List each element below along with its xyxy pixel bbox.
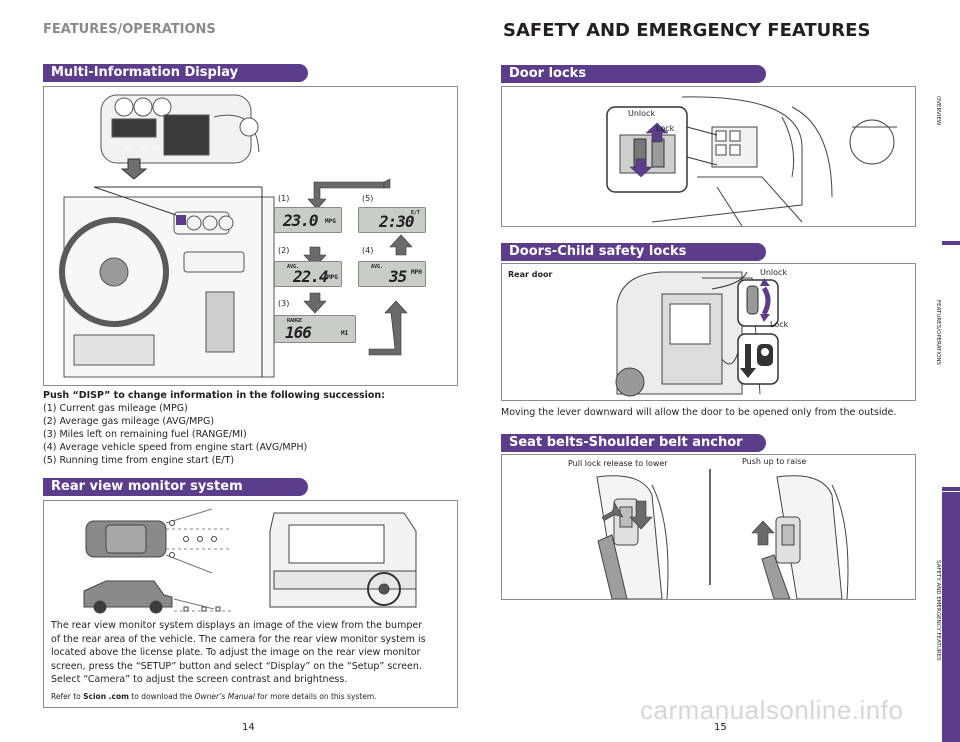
multi-info-header: Multi-Information Display [43, 64, 308, 82]
multi-info-description: Push “DISP” to change information in the… [43, 389, 458, 467]
running-head: FEATURES/OPERATIONS [43, 22, 216, 37]
rear-view-header: Rear view monitor system [43, 478, 308, 496]
display-3-value: 166 [285, 323, 312, 342]
multi-info-item-2: (2) Average gas mileage (AVG/MPG) [43, 416, 215, 427]
door-locks-figure: Unlock Lock [501, 86, 916, 227]
side-tab-features[interactable] [942, 246, 960, 486]
multi-info-figure: (1) (5) (2) (4) (3) DISP ODO TRIP 23.0 M… [43, 86, 458, 386]
door-locks-illustration [606, 96, 897, 226]
page-title: SAFETY AND EMERGENCY FEATURES [503, 20, 871, 41]
refer-middle: to download the [128, 691, 195, 701]
door-locks-header: Door locks [501, 65, 766, 83]
rear-view-illustration [83, 508, 417, 614]
rear-view-line-2: of the rear area of the vehicle. The cam… [51, 633, 426, 645]
multi-info-item-1: (1) Current gas mileage (MPG) [43, 403, 188, 414]
side-label-safety: SAFETY AND EMERGENCY FEATURES [935, 560, 941, 661]
multi-info-item-5: (5) Running time from engine start (E/T) [43, 455, 235, 466]
cluster-label-trip: TRIP [152, 147, 161, 152]
display-avg-mph: AVG. 35 MPH [358, 261, 426, 287]
rear-view-description: The rear view monitor system displays an… [51, 619, 451, 703]
cluster-label-disp: DISP [124, 147, 134, 152]
seat-belts-illustration [596, 469, 849, 599]
display-current-mpg: 23.0 MPG [274, 207, 342, 233]
display-3-unit: MI [341, 330, 349, 337]
door-lock-unlock-label: Unlock [628, 109, 656, 118]
seat-belt-lower-caption: Pull lock release to lower [568, 459, 668, 468]
callout-2: (2) [278, 246, 290, 255]
rear-view-refer: Refer to Scion .com to download the Owne… [51, 690, 451, 704]
refer-manual: Owner’s Manual [194, 691, 255, 701]
seat-belts-figure: Pull lock release to lower Push up to ra… [501, 454, 916, 600]
rear-view-line-5: Select “Camera” to adjust the screen con… [51, 674, 348, 685]
side-tab-divider-2 [942, 487, 960, 491]
seat-belt-raise-caption: Push up to raise [742, 457, 807, 466]
page-number-right: 15 [714, 722, 727, 733]
rear-view-line-3: located above the license plate. To adju… [51, 647, 421, 658]
side-label-overview: OVERVIEW [935, 96, 941, 126]
child-locks-illustration [615, 271, 779, 397]
multi-info-item-4: (4) Average vehicle speed from engine st… [43, 442, 308, 453]
rear-view-line-1: The rear view monitor system displays an… [51, 620, 423, 631]
callout-5: (5) [362, 194, 374, 203]
display-avg-mpg: AVG. 22.4 MPG [274, 261, 342, 287]
display-2-unit: MPG [327, 274, 338, 281]
display-3-top: RANGE [287, 318, 303, 324]
page-number-left: 14 [242, 722, 255, 733]
side-tab-safety[interactable] [942, 492, 960, 742]
refer-site: Scion .com [83, 691, 129, 701]
display-1-unit: MPG [325, 218, 336, 225]
child-lock-unlock-label: Unlock [760, 268, 788, 277]
cluster-label-odo: ODO [140, 147, 150, 152]
multi-info-item-3: (3) Miles left on remaining fuel (RANGE/… [43, 429, 247, 440]
callout-4: (4) [362, 246, 374, 255]
child-locks-caption: Moving the lever downward will allow the… [501, 407, 897, 418]
door-lock-lock-label: Lock [656, 124, 675, 133]
display-4-unit: MPH [411, 269, 422, 276]
instrument-cluster-illustration [59, 94, 413, 378]
refer-suffix: for more details on this system. [254, 691, 377, 701]
callout-3: (3) [278, 299, 290, 308]
display-5-value: 2:30 [379, 212, 415, 231]
display-elapsed-time: E/T 2:30 [358, 207, 426, 233]
side-label-features: FEATURES/OPERATIONS [935, 300, 941, 365]
rear-door-label: Rear door [508, 270, 553, 279]
child-locks-header: Doors-Child safety locks [501, 243, 766, 261]
side-tab-overview[interactable] [942, 0, 960, 240]
display-range: RANGE 166 MI [274, 315, 356, 343]
rear-view-line-4: screen, press the “SETUP” button and sel… [51, 660, 422, 672]
watermark: carmanualsonline.info [640, 695, 904, 725]
child-locks-figure: Rear door Unlock Lock [501, 263, 916, 401]
child-lock-lock-label: Lock [770, 320, 789, 329]
side-tab-divider-1 [942, 241, 960, 245]
callout-1: (1) [278, 194, 290, 203]
display-2-top: AVG. [287, 264, 300, 270]
display-4-top: AVG. [371, 264, 384, 270]
display-1-value: 23.0 [283, 211, 319, 230]
seat-belts-header: Seat belts-Shoulder belt anchor [501, 434, 766, 452]
multi-info-intro: Push “DISP” to change information in the… [43, 390, 385, 401]
display-5-top: E/T [411, 210, 421, 216]
refer-prefix: Refer to [51, 691, 84, 701]
display-2-value: 22.4 [293, 267, 329, 286]
display-4-value: 35 [389, 267, 407, 286]
rear-view-figure: The rear view monitor system displays an… [43, 500, 458, 708]
